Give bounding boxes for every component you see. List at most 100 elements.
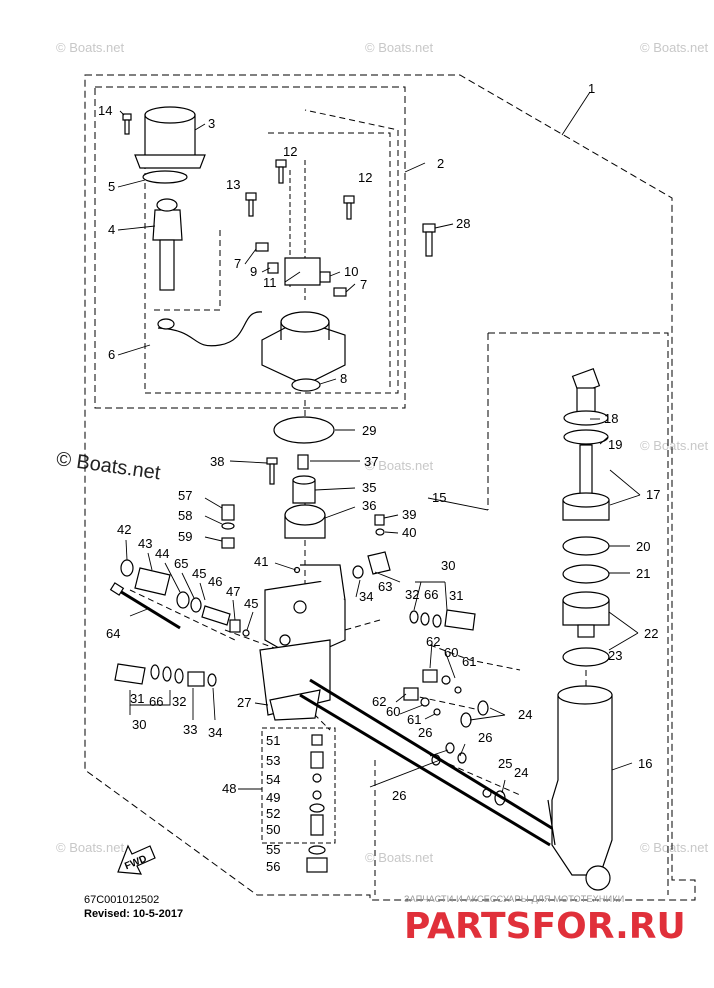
callout-32b: 32 — [172, 694, 186, 709]
motor-assembly-boundary — [94, 86, 406, 409]
cylinder-assembly-boundary — [488, 332, 669, 895]
callout-47: 47 — [226, 584, 240, 599]
callout-32a: 32 — [405, 587, 419, 602]
o-ring-44 — [176, 591, 190, 609]
callout-9: 9 — [250, 264, 257, 279]
callout-17: 17 — [646, 487, 660, 502]
callout-60b: 60 — [386, 704, 400, 719]
callout-52: 52 — [266, 806, 280, 821]
callout-31b: 31 — [130, 691, 144, 706]
callout-61b: 61 — [407, 712, 421, 727]
callout-18: 18 — [604, 411, 618, 426]
callout-36: 36 — [362, 498, 376, 513]
callout-60a: 60 — [444, 645, 458, 660]
watermark: © Boats.net — [365, 850, 434, 865]
watermark: © Boats.net — [365, 458, 434, 473]
spring-62a — [422, 669, 438, 683]
callout-10: 10 — [344, 264, 358, 279]
callout-3: 3 — [208, 116, 215, 131]
callout-48: 48 — [222, 781, 236, 796]
spring-7a — [255, 242, 269, 252]
brand-logo: PARTSFOR.RU — [404, 906, 686, 947]
part-code: 67C001012502 — [84, 894, 160, 906]
callout-22: 22 — [644, 626, 658, 641]
callout-7a: 7 — [234, 256, 241, 271]
callout-34a: 34 — [359, 589, 373, 604]
callout-37: 37 — [364, 454, 378, 469]
part-39 — [374, 514, 385, 526]
callout-34b: 34 — [208, 725, 222, 740]
callout-27: 27 — [237, 695, 251, 710]
o-ring-21 — [562, 564, 610, 584]
assembly-boundary — [84, 74, 696, 901]
lead-wire — [157, 311, 263, 347]
callout-2: 2 — [437, 156, 444, 171]
callout-45a: 45 — [192, 566, 206, 581]
callout-46: 46 — [208, 574, 222, 589]
callout-24a: 24 — [518, 707, 532, 722]
callout-12a: 12 — [283, 144, 297, 159]
callout-50: 50 — [266, 822, 280, 837]
ring-40 — [375, 528, 385, 536]
callout-44: 44 — [155, 546, 169, 561]
bolt-28 — [422, 223, 436, 257]
callout-6: 6 — [108, 347, 115, 362]
callout-53: 53 — [266, 753, 280, 768]
spring-53 — [310, 751, 324, 769]
callout-57: 57 — [178, 488, 192, 503]
washer-58 — [221, 522, 235, 530]
o-ring-23 — [562, 647, 610, 667]
tilt-cylinder — [547, 685, 613, 891]
motor-base — [261, 311, 346, 386]
plug-56 — [306, 857, 328, 873]
ball-47 — [229, 619, 241, 633]
callout-14: 14 — [98, 103, 112, 118]
callout-40: 40 — [402, 525, 416, 540]
callout-59: 59 — [178, 529, 192, 544]
spring-7b — [333, 287, 347, 297]
callout-66a: 66 — [424, 587, 438, 602]
part-33 — [187, 671, 205, 687]
callout-42: 42 — [117, 522, 131, 537]
plug-31b — [114, 663, 146, 685]
callout-24b: 24 — [514, 765, 528, 780]
bolt-64 — [117, 588, 181, 630]
bolt-38 — [266, 457, 278, 485]
callout-56: 56 — [266, 859, 280, 874]
cylinder-cap — [562, 591, 610, 638]
callout-12b: 12 — [358, 170, 372, 185]
callout-7b: 7 — [360, 277, 367, 292]
bolt-14 — [122, 113, 132, 135]
callout-29: 29 — [362, 423, 376, 438]
callout-38: 38 — [210, 454, 224, 469]
o-ring-20 — [562, 536, 610, 556]
watermark: © Boats.net — [640, 840, 709, 855]
watermark: © Boats.net — [56, 40, 125, 55]
watermark: © Boats.net — [640, 438, 709, 453]
callout-33: 33 — [183, 722, 197, 737]
o-ring-29 — [273, 416, 335, 444]
spring-37 — [297, 454, 309, 470]
screw-13 — [245, 192, 257, 217]
spring-62b — [403, 687, 419, 701]
callout-43: 43 — [138, 536, 152, 551]
callout-30a: 30 — [441, 558, 455, 573]
callout-45b: 45 — [244, 596, 258, 611]
screw-12b — [343, 195, 355, 220]
callout-65: 65 — [174, 556, 188, 571]
callout-39: 39 — [402, 507, 416, 522]
callout-51: 51 — [266, 733, 280, 748]
callout-66b: 66 — [149, 694, 163, 709]
watermark: © Boats.net — [640, 40, 709, 55]
callout-55: 55 — [266, 842, 280, 857]
callout-20: 20 — [636, 539, 650, 554]
callout-31a: 31 — [449, 588, 463, 603]
ball-51 — [311, 734, 323, 746]
callout-4: 4 — [108, 222, 115, 237]
callout-49: 49 — [266, 790, 280, 805]
ball-41 — [293, 566, 301, 574]
callout-64: 64 — [106, 626, 120, 641]
forward-arrow — [117, 844, 156, 875]
